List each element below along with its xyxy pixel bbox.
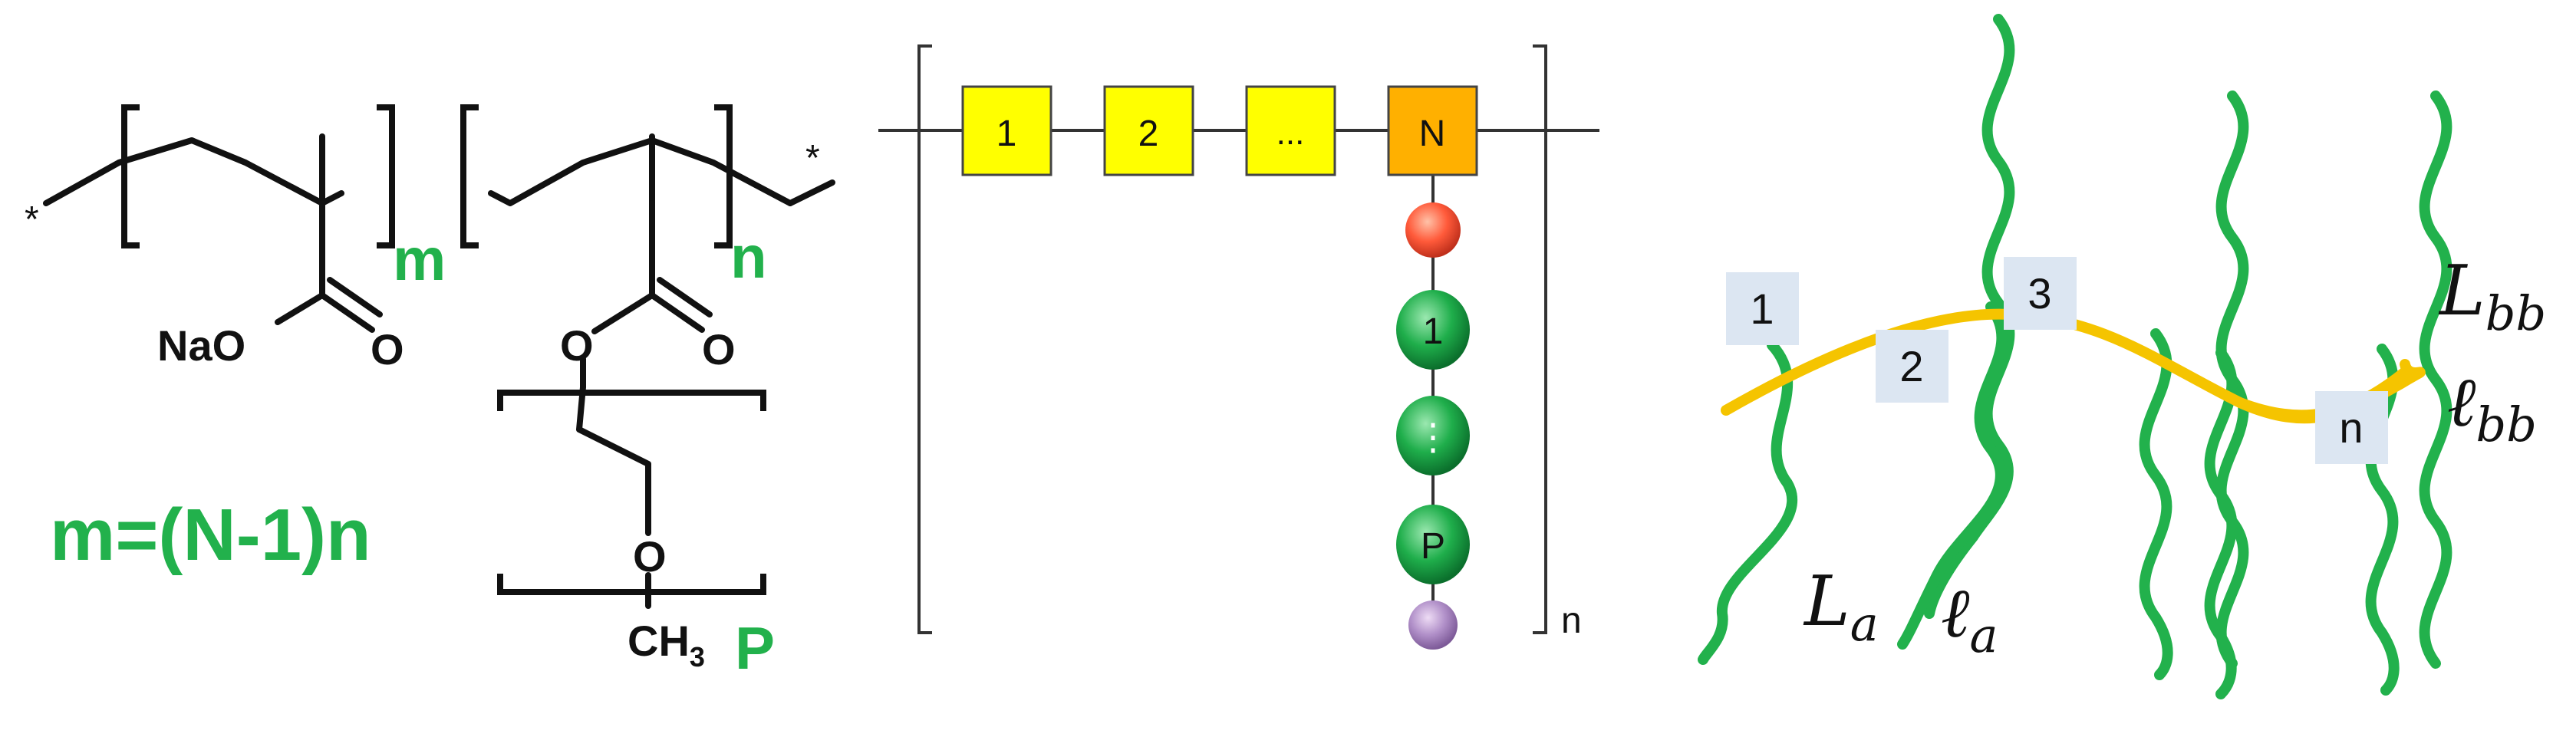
side-chain-arm (2419, 90, 2452, 669)
side-chain-bead: 1 (1396, 290, 1470, 370)
chemical-structure-panel: * * m n NaO O O O O CH3 P m=(N-1)n (25, 104, 835, 682)
side-chain-arm (1698, 340, 1798, 665)
repeat-subscript-n: n (1561, 600, 1582, 641)
bracket-peg-top (497, 390, 766, 411)
backbone-bead-label: ... (1276, 114, 1305, 152)
schematic-connectors (878, 129, 1599, 625)
segment-label: 3 (2028, 269, 2051, 318)
grafted-bead-label: N (1419, 114, 1446, 154)
carbonyl-oxygen-right: O (702, 325, 736, 373)
bracket-n-right (714, 104, 733, 248)
side-chain-bead: ⋮ (1396, 396, 1470, 475)
schematic-bracket-left (917, 44, 932, 634)
backbone-length-label: Lbb (2438, 251, 2546, 341)
backbone-bead: 1 (961, 85, 1052, 176)
end-group-left: * (25, 199, 39, 240)
side-chain-arm (2139, 328, 2173, 680)
segment-label: n (2339, 403, 2363, 452)
segment-label: 2 (1899, 342, 1923, 390)
subscript-n: n (730, 223, 767, 291)
segment-label-box: n (2315, 391, 2388, 464)
bead-schematic-panel: 1 2 ... N 1 ⋮ P n (878, 44, 1599, 650)
sodium-carboxylate-label: NaO (157, 321, 245, 370)
ester-oxygen: O (560, 321, 594, 370)
backbone-bead: 2 (1103, 85, 1194, 176)
segment-label-box: 1 (1726, 272, 1799, 345)
bottlebrush-panel: 1 2 3 n Lbb ℓbb La ℓa (1698, 14, 2546, 699)
segment-label-box: 3 (2004, 257, 2077, 330)
segment-label-box: 2 (1876, 330, 1948, 403)
arm-kuhn-label: ℓa (1941, 573, 1998, 663)
side-chain-bead: P (1396, 505, 1470, 584)
backbone-kuhn-label: ℓbb (2447, 362, 2537, 452)
subscript-m: m (393, 225, 446, 293)
end-bead (1408, 600, 1458, 650)
composition-relation: m=(N-1)n (50, 494, 371, 576)
backbone-bead-label: 2 (1138, 114, 1159, 154)
peg-subscript-p: P (735, 614, 775, 682)
bracket-m-left (121, 104, 140, 248)
grafted-backbone-bead: N (1387, 85, 1478, 176)
backbone-bead: ... (1245, 85, 1336, 176)
side-chain-bead-label: ⋮ (1415, 417, 1451, 458)
methyl-group: CH3 (628, 617, 705, 673)
schematic-brackets (917, 44, 1547, 634)
polymer-brackets (121, 104, 766, 595)
side-chain-bead-label: 1 (1423, 311, 1444, 352)
side-chain-bead-label: P (1421, 526, 1445, 567)
end-group-right: * (805, 138, 820, 179)
bracket-n-left (460, 104, 479, 248)
side-chain-arm (2204, 347, 2238, 699)
side-chain-arm (1897, 301, 2008, 650)
segment-label: 1 (1750, 285, 1774, 333)
schematic-bracket-right (1533, 44, 1547, 634)
arm-length-label: La (1803, 561, 1879, 652)
side-chain-arm (1924, 14, 2015, 619)
ether-oxygen: O (633, 532, 667, 581)
bracket-m-right (377, 104, 395, 248)
backbone-bead-label: 1 (996, 114, 1017, 154)
linker-bead (1405, 202, 1461, 258)
bracket-peg-bottom (497, 574, 766, 595)
carbonyl-oxygen-left: O (371, 325, 404, 373)
